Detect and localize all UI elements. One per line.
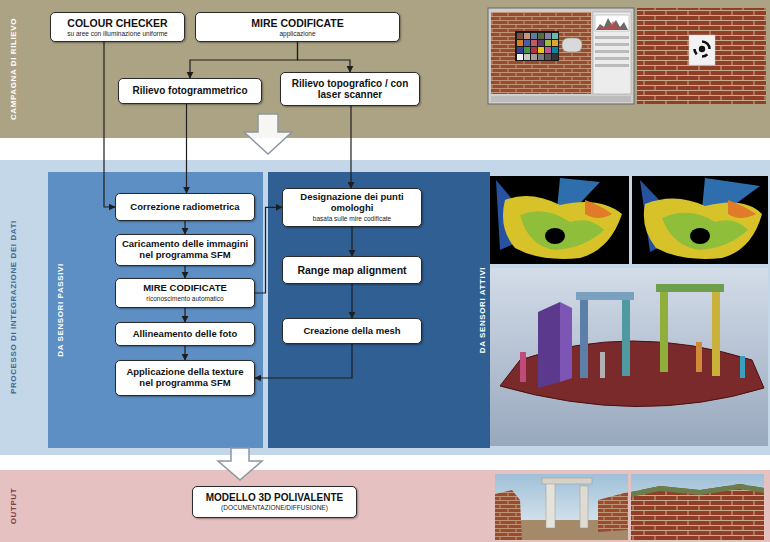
process-box: Rilievo topografico / con laser scanner	[280, 72, 420, 106]
process-box: Creazione della mesh	[282, 318, 422, 344]
survey-band: CAMPAGNA DI RILIEVO COLOUR CHECKERsu aree…	[0, 0, 770, 138]
box-subtitle: (DOCUMENTAZIONE/DIFFUSIONE)	[221, 504, 328, 512]
box-title: Correzione radiometrica	[130, 202, 239, 213]
box-title: COLOUR CHECKER	[67, 17, 167, 29]
connector	[184, 221, 185, 234]
box-title: MIRE CODIFICATE	[251, 17, 344, 29]
input-box: COLOUR CHECKERsu aree con illuminazione …	[50, 12, 185, 42]
box-subtitle: basata sulle mire codificate	[313, 215, 391, 223]
connector	[186, 104, 187, 193]
connector	[184, 266, 185, 278]
process-box: MIRE CODIFICATEriconoscimento automatico	[115, 278, 255, 308]
box-title: MODELLO 3D POLIVALENTE	[206, 492, 344, 504]
vertical-heading: DA SENSORI PASSIVI	[56, 263, 65, 356]
coded-target-photo	[637, 8, 766, 104]
software-screenshot	[488, 8, 634, 104]
connector	[351, 284, 352, 318]
box-title: Rilievo topografico / con laser scanner	[285, 78, 415, 101]
vertical-heading-holder: PROCESSO DI INTEGRAZIONE DEI DATI	[2, 220, 20, 394]
process-box: Range map alignment	[282, 256, 422, 284]
vertical-heading-holder: DA SENSORI PASSIVI	[49, 263, 67, 356]
panel-ground	[48, 172, 263, 448]
connector	[184, 346, 185, 360]
box-title: Caricamento delle immagini nel programma…	[120, 239, 250, 261]
process-box: Applicazione della texture nel programma…	[115, 360, 255, 396]
process-box: Rilievo fotogrammetrico	[118, 78, 262, 104]
vertical-heading: CAMPAGNA DI RILIEVO	[9, 18, 18, 120]
box-title: Rilievo fotogrammetrico	[132, 85, 247, 97]
mesh-model	[490, 268, 768, 446]
band-ground	[0, 470, 770, 542]
process-box: Correzione radiometrica	[115, 193, 255, 221]
connector	[255, 344, 352, 378]
passive-panel: DA SENSORI PASSIVI Correzione radiometric…	[48, 172, 263, 448]
box-title: Designazione dei punti omologhi	[287, 192, 417, 214]
vertical-heading: PROCESSO DI INTEGRAZIONE DEI DATI	[9, 220, 18, 394]
vertical-heading: DA SENSORI ATTIVI	[478, 267, 487, 353]
output-box: MODELLO 3D POLIVALENTE(DOCUMENTAZIONE/DI…	[192, 486, 357, 518]
vertical-heading-holder: DA SENSORI ATTIVI	[471, 267, 489, 353]
flow-arrow	[244, 114, 292, 154]
wall-photo	[631, 474, 764, 540]
connector	[298, 42, 351, 72]
vertical-heading-holder: OUTPUT	[2, 488, 20, 525]
scan-map	[490, 176, 629, 264]
flow-arrow	[218, 448, 262, 480]
box-title: MIRE CODIFICATE	[143, 283, 227, 294]
scan-map	[632, 176, 768, 264]
output-band: OUTPUT MODELLO 3D POLIVALENTE(DOCUMENTAZI…	[0, 470, 770, 542]
connector	[255, 207, 282, 293]
connector	[184, 308, 185, 322]
process-box: Caricamento delle immagini nel programma…	[115, 234, 255, 266]
ruins-photo	[495, 474, 628, 540]
band-ground	[0, 0, 770, 138]
box-subtitle: su aree con illuminazione uniforme	[67, 30, 167, 38]
box-title: Allineamento delle foto	[133, 329, 238, 340]
active-panel: DA SENSORI ATTIVI Designazione dei punti …	[268, 172, 490, 448]
process-box: Allineamento delle foto	[115, 322, 255, 346]
vertical-heading: OUTPUT	[9, 488, 18, 525]
box-subtitle: riconoscimento automatico	[146, 295, 223, 303]
connector	[104, 42, 115, 207]
connector	[350, 106, 351, 188]
integration-band: PROCESSO DI INTEGRAZIONE DEI DATI DA SENS…	[0, 160, 770, 455]
connector	[351, 227, 352, 256]
box-title: Applicazione della texture nel programma…	[120, 367, 250, 389]
vertical-heading-holder: CAMPAGNA DI RILIEVO	[2, 18, 20, 120]
input-box: MIRE CODIFICATEapplicazione	[195, 12, 400, 42]
box-subtitle: applicazione	[279, 30, 315, 38]
box-title: Range map alignment	[297, 264, 406, 276]
panel-ground	[268, 172, 490, 448]
process-box: Designazione dei punti omologhibasata su…	[282, 188, 422, 227]
band-ground	[0, 160, 770, 455]
box-title: Creazione della mesh	[303, 326, 400, 337]
